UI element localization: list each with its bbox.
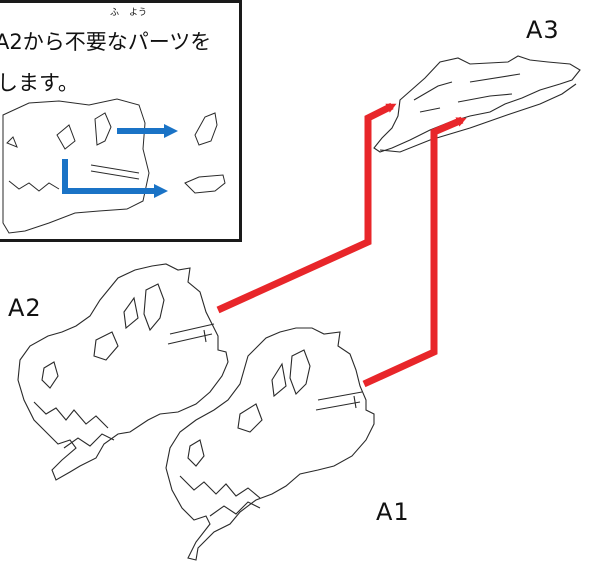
skull-a2 [17,263,229,481]
ruby-you: よう [129,8,148,18]
label-a1: A1 [376,498,410,526]
label-a2: A2 [8,294,42,322]
red-arrow-a2-to-a3 [216,102,397,314]
ruby-fu: ふ [110,8,120,18]
instruction-box: ふ よう A2から不要なパーツを します。 [0,0,242,242]
label-a3: A3 [526,16,560,44]
part-a3 [373,55,581,153]
mini-skull [2,98,150,234]
red-arrow-a1-to-a3 [362,116,467,388]
instruction-line-1: A2から不要なパーツを [0,30,212,54]
removed-parts [184,112,226,194]
instruction-illustration [2,98,226,234]
blue-arrow-lower [62,159,168,198]
skull-a1 [165,327,375,561]
instruction-line-2: します。 [0,71,79,95]
